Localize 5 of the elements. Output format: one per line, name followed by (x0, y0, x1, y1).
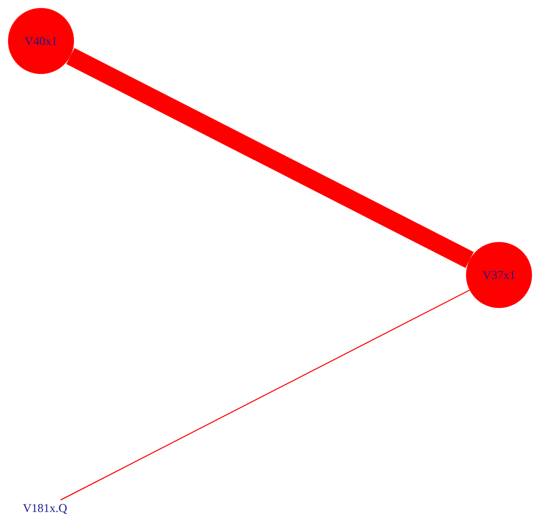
node-text: V181x.Q (22, 502, 68, 514)
node-text: V40x1 (24, 35, 58, 47)
connector-line (66, 48, 474, 268)
node-text: V37x1 (482, 269, 516, 281)
connector-line (60, 290, 470, 500)
